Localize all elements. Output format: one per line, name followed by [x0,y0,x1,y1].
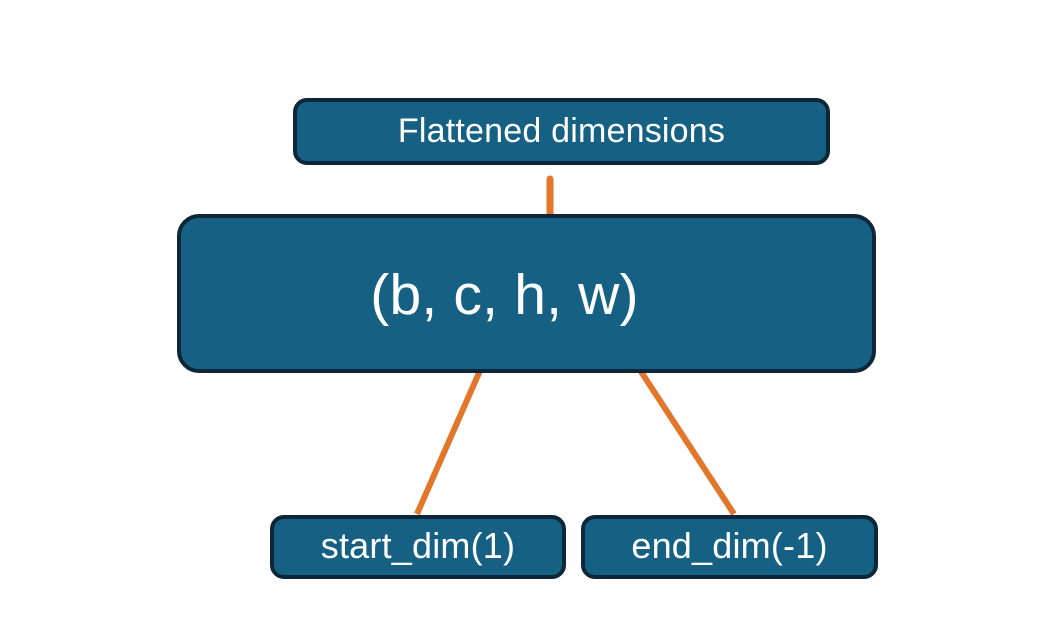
node-flattened-dimensions[interactable]: Flattened dimensions [293,98,830,165]
node-start-dim[interactable]: start_dim(1) [270,515,566,579]
node-end-dim[interactable]: end_dim(-1) [581,515,878,579]
node-end-dim-label: end_dim(-1) [631,525,828,566]
node-tensor-shape[interactable]: (b, c, h, w) [177,214,876,373]
node-tensor-shape-label: (b, c, h, w) [370,263,639,327]
node-flattened-dimensions-label: Flattened dimensions [397,111,726,150]
node-start-dim-label: start_dim(1) [320,525,516,566]
